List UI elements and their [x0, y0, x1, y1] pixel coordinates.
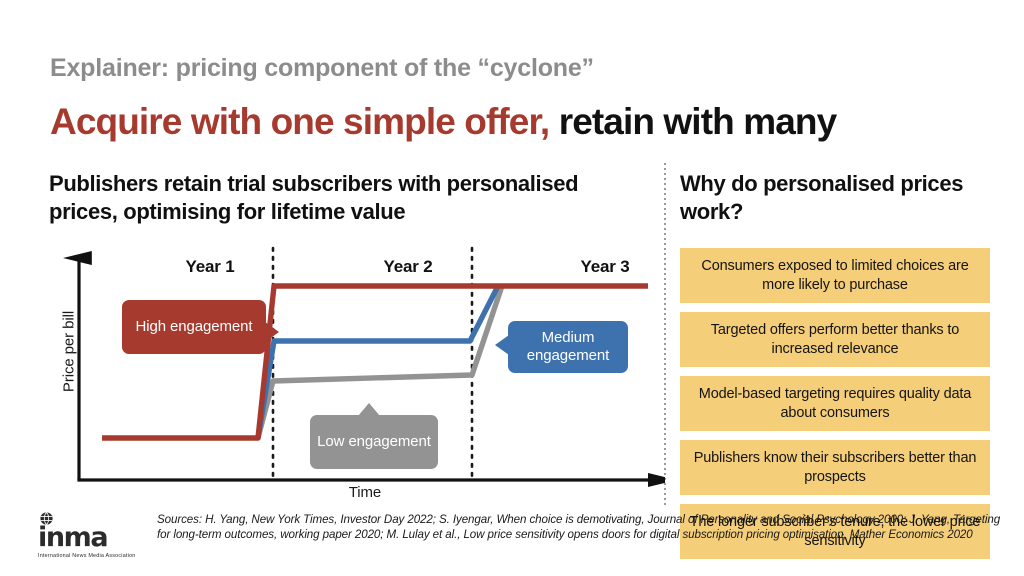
- callout-high-label: High engagement: [135, 318, 253, 335]
- eyebrow-text: Explainer: pricing component of the “cyc…: [50, 54, 594, 82]
- series-line-high-engagement: [102, 283, 648, 441]
- callout-high-tail: [265, 322, 279, 342]
- reasons-list: Consumers exposed to limited choices are…: [680, 248, 990, 568]
- inma-wordmark: inma: [38, 522, 109, 553]
- headline-black-part: retain with many: [549, 101, 837, 142]
- callout-high-engagement: High engagement: [122, 300, 279, 354]
- series-line-medium-engagement: [255, 284, 501, 439]
- callout-medium-label: Medium engagement: [526, 329, 610, 364]
- column-divider: [664, 163, 666, 505]
- reason-item: The longer subscriber's tenure, the lowe…: [680, 504, 990, 560]
- inma-tagline: International News Media Association: [38, 552, 136, 559]
- headline-red-part: Acquire with one simple offer,: [50, 101, 550, 142]
- globe-icon: [40, 512, 53, 525]
- callout-low-label: Low engagement: [317, 433, 431, 450]
- x-axis-label: Time: [348, 484, 382, 501]
- callout-medium-engagement: Medium engagement: [495, 321, 628, 373]
- chart-svg: [63, 246, 665, 488]
- reason-item: Targeted offers perform better thanks to…: [680, 312, 990, 368]
- reason-item: Model-based targeting requires quality d…: [680, 376, 990, 432]
- year-label-1: Year 1: [185, 257, 235, 276]
- right-column-subhead: Why do personalised prices work?: [680, 171, 964, 224]
- reason-item: Consumers exposed to limited choices are…: [680, 248, 990, 304]
- inma-logo: inma International News Media Associatio…: [38, 512, 150, 559]
- engagement-pricing-chart: Year 1 Year 2 Year 3 Price per bill Time: [40, 240, 665, 505]
- left-column-subhead: Publishers retain trial subscribers with…: [49, 171, 579, 224]
- callout-medium-tail: [495, 335, 509, 355]
- reason-item: Publishers know their subscribers better…: [680, 440, 990, 496]
- callout-low-tail: [358, 403, 380, 416]
- year-label-2: Year 2: [383, 257, 433, 276]
- series-line-low-engagement: [255, 285, 505, 439]
- year-label-3: Year 3: [580, 257, 630, 276]
- y-axis-label: Price per bill: [60, 310, 78, 393]
- callout-low-engagement: Low engagement: [310, 403, 438, 469]
- sources-text: Sources: H. Yang, New York Times, Invest…: [157, 513, 1001, 542]
- page-title: Acquire with one simple offer, retain wi…: [50, 101, 837, 143]
